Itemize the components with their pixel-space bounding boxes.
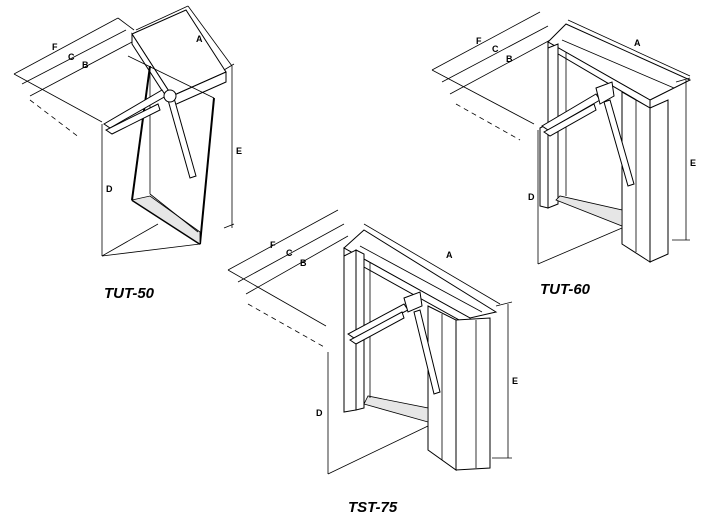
left-post [343, 249, 365, 413]
dimension-lines-fcb [13, 17, 135, 139]
dim-label-d: D [316, 408, 323, 418]
dim-label-f: F [52, 42, 58, 52]
dim-label-f: F [476, 36, 482, 46]
dim-label-a: A [446, 250, 453, 260]
dimension-lines-fcb [227, 209, 349, 349]
cabinet [555, 52, 669, 263]
dim-label-e: E [236, 146, 242, 156]
turnstile-tut-60: F C B A E D TUT-60 [431, 11, 696, 298]
dim-label-d: D [528, 192, 535, 202]
dimension-lines-fcb [431, 11, 555, 141]
dim-label-c: C [286, 248, 293, 258]
dim-label-b: B [300, 258, 307, 268]
dim-label-a: A [634, 38, 641, 48]
turnstile-tst-75: F C B A E D TST-75 [227, 209, 518, 516]
dim-label-a: A [196, 34, 203, 44]
model-title-tut-60: TUT-60 [540, 281, 591, 298]
cabinet [130, 65, 215, 245]
tripod-arms [541, 81, 635, 187]
dim-label-c: C [492, 44, 499, 54]
dim-label-f: F [270, 240, 276, 250]
tripod-arms [103, 89, 197, 179]
dim-label-e: E [512, 376, 518, 386]
cabinet [363, 262, 491, 471]
dim-label-e: E [690, 158, 696, 168]
dim-label-d: D [106, 184, 113, 194]
dim-label-b: B [82, 60, 89, 70]
dim-label-b: B [506, 54, 513, 64]
turnstile-tut-50: F C B A E D TUT-50 [13, 5, 242, 302]
dim-label-c: C [68, 52, 75, 62]
tripod-arms [347, 291, 441, 395]
model-title-tut-50: TUT-50 [104, 285, 155, 302]
model-title-tst-75: TST-75 [348, 499, 398, 516]
